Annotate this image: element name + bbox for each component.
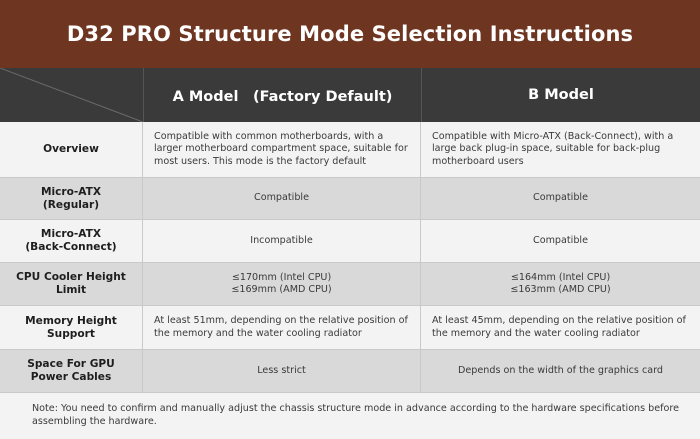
- row-label: Micro-ATX (Back-Connect): [0, 220, 143, 262]
- cell-a-overview: Compatible with common motherboards, wit…: [143, 122, 421, 177]
- table-row-gpu-power-cables: Space For GPU Power Cables Less strict D…: [0, 350, 700, 393]
- row-label: CPU Cooler Height Limit: [0, 263, 143, 305]
- table-row-memory-height: Memory Height Support At least 51mm, dep…: [0, 306, 700, 350]
- row-label: Memory Height Support: [0, 306, 143, 349]
- cell-b-memory-height: At least 45mm, depending on the relative…: [432, 315, 686, 339]
- cell-b-micro-atx-back-connect: Compatible: [533, 234, 588, 246]
- cell-b-micro-atx-regular: Compatible: [533, 192, 588, 204]
- footnote: Note: You need to confirm and manually a…: [0, 393, 700, 439]
- page-title: D32 PRO Structure Mode Selection Instruc…: [0, 0, 700, 68]
- cell-a-micro-atx-back-connect: Incompatible: [143, 220, 421, 262]
- cell-a-memory-height: At least 51mm, depending on the relative…: [143, 306, 421, 349]
- column-header-b-model: B Model: [421, 68, 700, 122]
- table-row-overview: Overview Compatible with common motherbo…: [0, 122, 700, 178]
- cell-a-cpu-cooler-height: ≤170mm (Intel CPU) ≤169mm (AMD CPU): [143, 263, 421, 305]
- row-label: Overview: [0, 122, 143, 177]
- row-label: Micro-ATX (Regular): [0, 178, 143, 219]
- cell-a-micro-atx-regular: Compatible: [143, 178, 421, 219]
- row-label: Space For GPU Power Cables: [0, 350, 143, 392]
- table-row-cpu-cooler-height: CPU Cooler Height Limit ≤170mm (Intel CP…: [0, 263, 700, 306]
- header-corner-cell: [0, 68, 143, 122]
- cell-b-cpu-cooler-height: ≤164mm (Intel CPU) ≤163mm (AMD CPU): [510, 271, 611, 296]
- column-header-a-model: A Model (Factory Default): [143, 68, 421, 122]
- table-header: A Model (Factory Default) B Model: [0, 68, 700, 122]
- cell-b-overview: Compatible with Micro-ATX (Back-Connect)…: [432, 130, 674, 167]
- cell-b-gpu-power-cables: Depends on the width of the graphics car…: [458, 364, 663, 376]
- cell-a-gpu-power-cables: Less strict: [143, 350, 421, 392]
- table-row-micro-atx-regular: Micro-ATX (Regular) Compatible Compatibl…: [0, 178, 700, 220]
- diagonal-line-icon: [0, 68, 143, 122]
- table-row-micro-atx-back-connect: Micro-ATX (Back-Connect) Incompatible Co…: [0, 220, 700, 263]
